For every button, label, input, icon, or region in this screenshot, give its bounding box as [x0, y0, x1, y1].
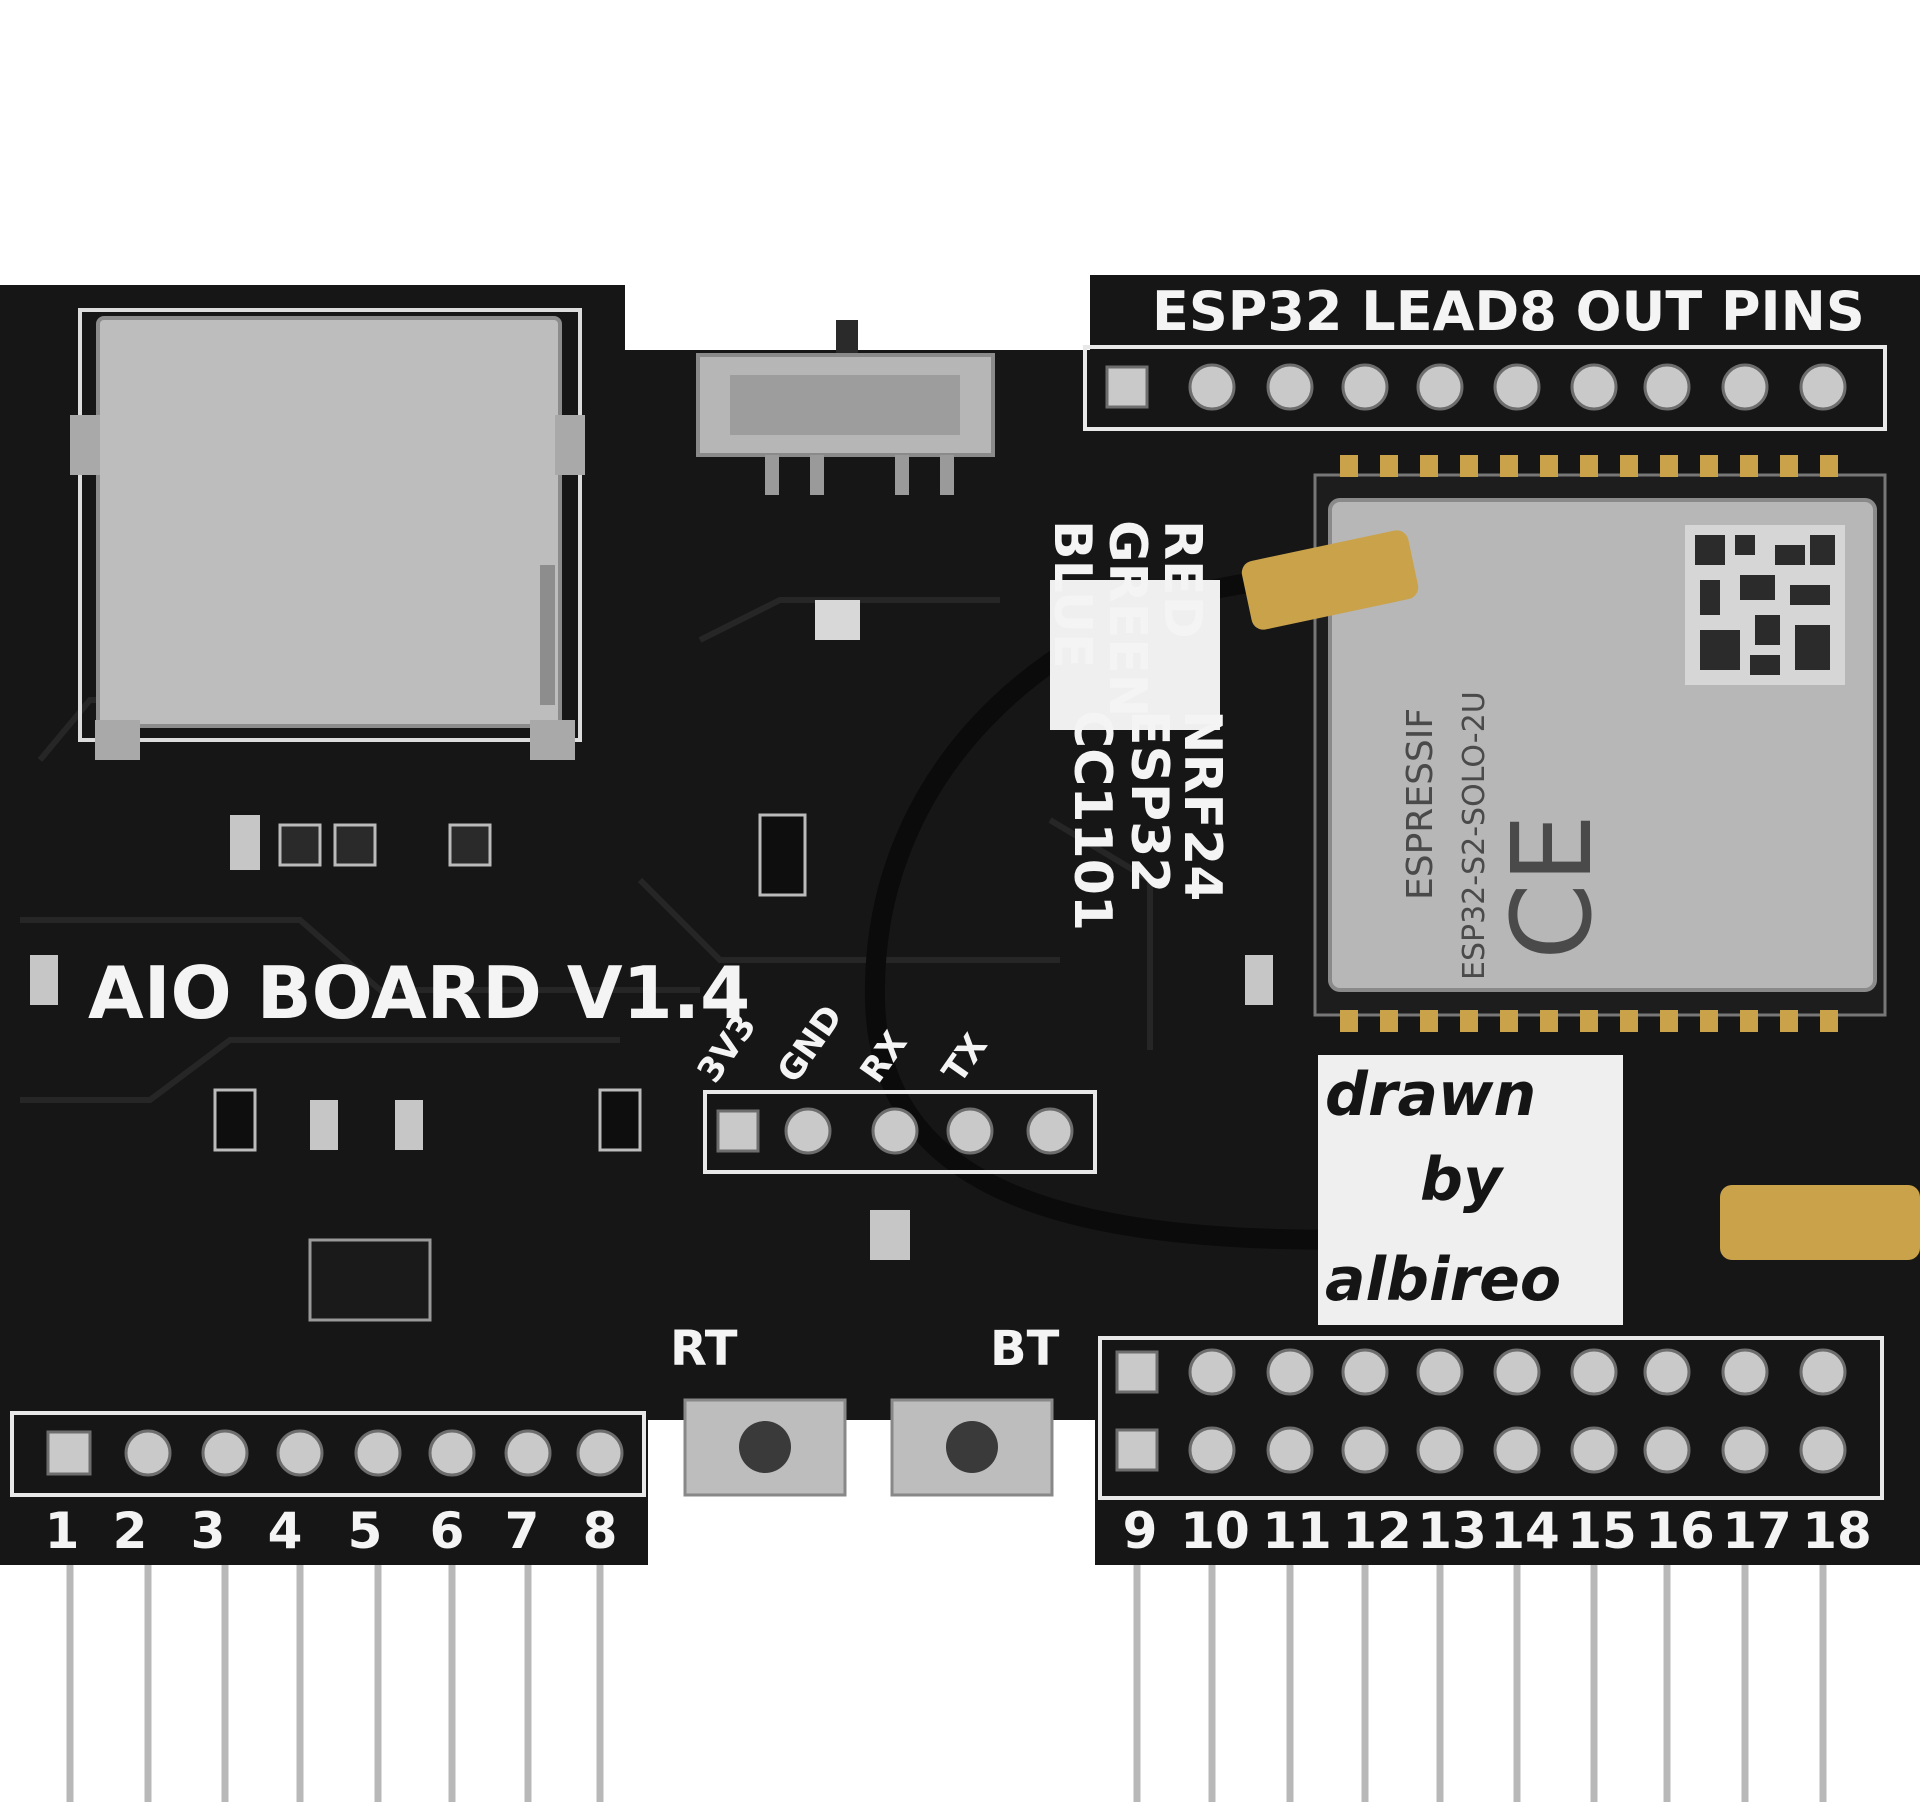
pin-number: 9 — [1123, 1502, 1158, 1560]
module-model: ESP32-S2-SOLO-2U — [1457, 691, 1492, 980]
board-name: AIO BOARD V1.4 — [88, 951, 750, 1035]
pin-number: 5 — [348, 1502, 383, 1560]
module-label-cc1101: CC1101 — [1062, 710, 1122, 931]
pin-number: 15 — [1567, 1502, 1637, 1560]
module-brand: ESPRESSIF — [1400, 708, 1441, 900]
credit-text: drawn by albireo — [1325, 1060, 1561, 1315]
pin-number: 17 — [1722, 1502, 1792, 1560]
pin-number: 2 — [113, 1502, 148, 1560]
pin-number: 8 — [583, 1502, 618, 1560]
left-header — [10, 1411, 646, 1497]
pin-number: 6 — [430, 1502, 465, 1560]
module-label-esp32: ESP32 — [1119, 710, 1179, 893]
led-label-red: RED — [1152, 520, 1212, 639]
button-label-bt: BT — [990, 1321, 1060, 1377]
tactile-button-icon — [683, 1398, 1054, 1497]
right-header — [1098, 1336, 1884, 1500]
pin-number: 10 — [1180, 1502, 1250, 1560]
pin-number: 14 — [1490, 1502, 1560, 1560]
header-title: ESP32 LEAD8 OUT PINS — [1152, 280, 1865, 343]
module-label-nrf24: NRF24 — [1172, 710, 1232, 901]
pcb-traces — [20, 597, 1153, 1103]
uart-header — [703, 1090, 1097, 1174]
slide-switch-icon — [696, 320, 995, 495]
pin-number: 3 — [191, 1502, 226, 1560]
button-label-rt: RT — [670, 1321, 738, 1377]
led-labels: RED GREEN BLUE — [1042, 520, 1212, 717]
pin-number: 11 — [1262, 1502, 1332, 1560]
led-label-green: GREEN — [1097, 520, 1157, 717]
sd-card-slot-icon — [70, 308, 585, 760]
right-pin-numbers: 9 10 11 12 13 14 15 16 17 18 — [1123, 1502, 1872, 1560]
pin-number: 4 — [268, 1502, 303, 1560]
pin-number: 7 — [505, 1502, 540, 1560]
module-labels: NRF24 ESP32 CC1101 — [1062, 710, 1232, 931]
header-legs — [66, 1565, 1827, 1802]
ce-mark: CE — [1488, 814, 1616, 960]
pin-number: 16 — [1645, 1502, 1715, 1560]
credit-line-2: by — [1420, 1145, 1505, 1215]
top-header — [1083, 345, 1887, 431]
pin-number: 1 — [45, 1502, 80, 1560]
module-label-block — [1050, 580, 1220, 730]
pin-number: 18 — [1802, 1502, 1872, 1560]
credit-line-3: albireo — [1325, 1245, 1561, 1315]
left-pin-numbers: 1 2 3 4 5 6 7 8 — [45, 1502, 618, 1560]
pin-number: 13 — [1417, 1502, 1487, 1560]
esp32-module: ESPRESSIF ESP32-S2-SOLO-2U CE — [1313, 455, 1887, 1032]
credit-line-1: drawn — [1325, 1060, 1536, 1130]
smd-components — [30, 600, 1273, 1322]
led-label-blue: BLUE — [1042, 520, 1102, 669]
credit-block — [1318, 1055, 1623, 1325]
pin-number: 12 — [1342, 1502, 1412, 1560]
